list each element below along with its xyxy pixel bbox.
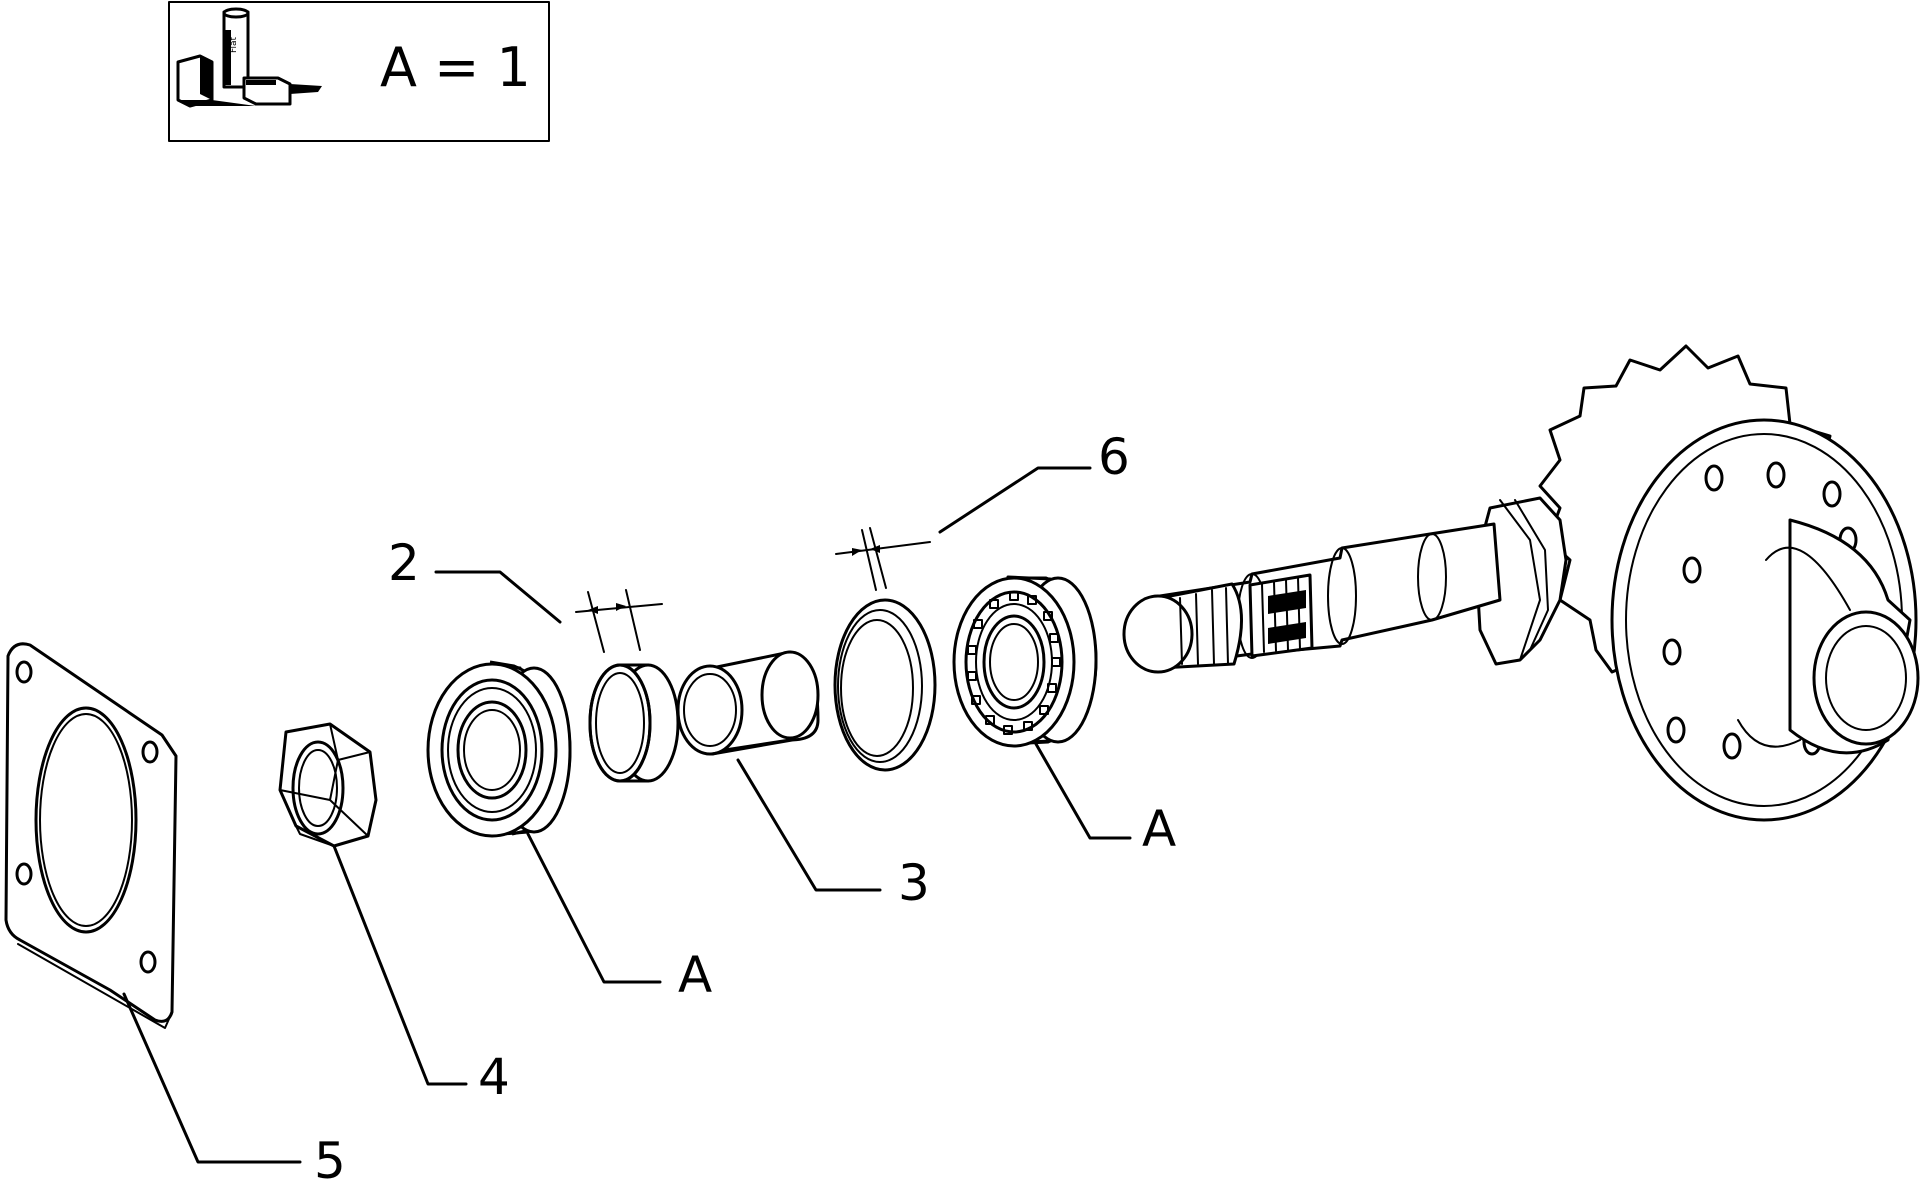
package-icon: Fiat [176,7,322,108]
leader-6 [938,466,1092,534]
hex-nut [278,722,378,848]
ring-gear [1538,344,1920,822]
bearing-right [952,575,1098,748]
callout-5: 5 [314,1132,346,1182]
roller-elements [967,591,1061,735]
leader-lines [122,466,1132,1164]
pinion-ring-gear-assembly [1122,344,1920,822]
shim-dimension-right [835,527,931,591]
leader-2 [434,570,562,624]
leader-4 [332,844,468,1086]
leader-5 [122,992,302,1164]
callout-a-left: A [678,946,712,1004]
leader-a-right [1034,742,1132,840]
pinion-shaft [1122,522,1502,674]
shim-dimension-left [575,589,663,653]
callout-labels: 2 6 3 A A 4 5 [314,428,1176,1182]
package-brand-text: Fiat [229,36,239,53]
callout-3: 3 [898,854,930,912]
bearing-left [426,660,572,838]
gasket-plate [4,642,178,1029]
shim-ring [588,663,680,783]
legend-box: Fiat A = 1 [168,1,550,142]
leader-a-left [526,832,662,984]
callout-4: 4 [478,1048,510,1106]
callout-6: 6 [1098,428,1130,486]
callout-a-right: A [1142,800,1176,858]
leader-3 [736,758,882,892]
ring-seal [833,598,937,772]
callout-2: 2 [388,534,420,592]
legend-text: A = 1 [380,36,531,99]
spacer-sleeve [676,650,820,756]
